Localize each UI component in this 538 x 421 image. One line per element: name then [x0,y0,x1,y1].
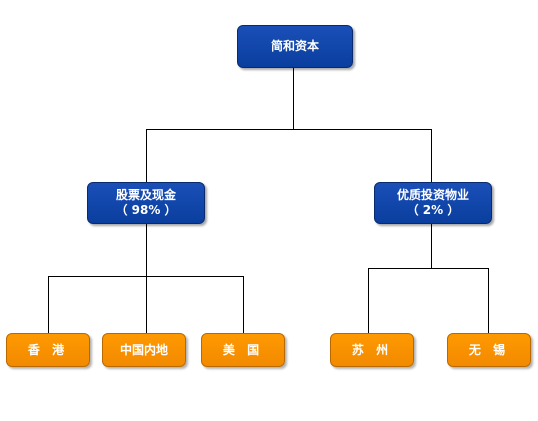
suzhou-label: 苏 州 [351,342,393,357]
stocks-cash-share: （ 98% ） [115,203,177,217]
stocks-cash-label: 股票及现金 [115,188,176,202]
hong-kong-node: 香 港 [6,333,90,367]
root-node: 简和资本 [237,25,353,68]
wuxi-node: 无 锡 [447,333,531,367]
hong-kong-label: 香 港 [27,342,69,357]
property-node: 优质投资物业 （ 2% ） [374,182,492,224]
wuxi-label: 无 锡 [468,342,510,357]
root-node-label: 简和资本 [270,39,319,53]
mainland-china-node: 中国内地 [102,333,186,367]
usa-node: 美 国 [201,333,285,367]
property-share: （ 2% ） [406,203,460,217]
mainland-china-label: 中国内地 [119,342,168,357]
suzhou-node: 苏 州 [330,333,414,367]
usa-label: 美 国 [222,342,264,357]
stocks-cash-node: 股票及现金 （ 98% ） [87,182,205,224]
property-label: 优质投资物业 [396,188,469,202]
